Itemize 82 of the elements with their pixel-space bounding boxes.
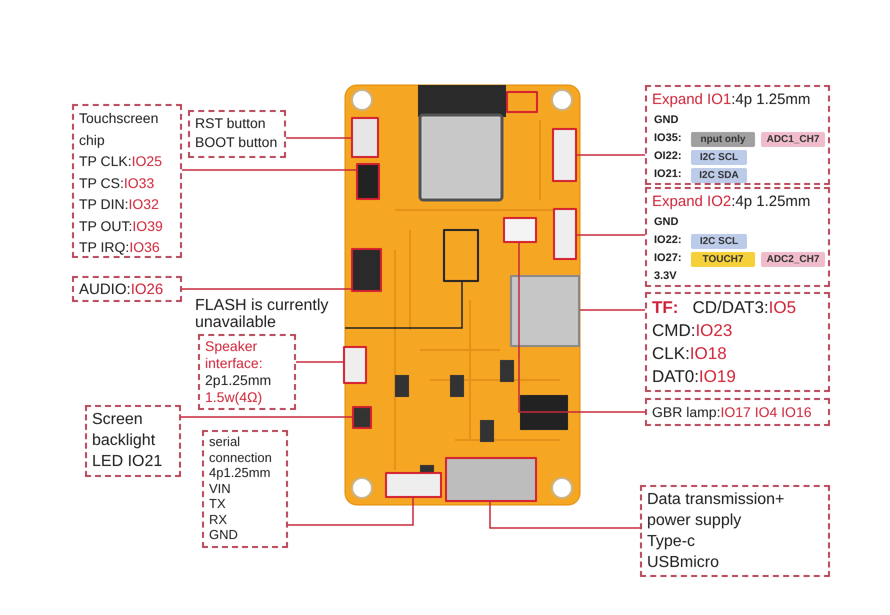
callout-text: GND <box>653 113 678 128</box>
callout-text: IO35: <box>653 131 682 146</box>
callout-text: Type-c <box>647 532 696 552</box>
callout-text: CD/DAT3:IO5 <box>692 297 796 319</box>
flash-chip-outline <box>443 229 479 282</box>
pin-function-tag: nput only <box>691 132 755 147</box>
callout-text: FLASH is currently unavailable <box>195 297 345 333</box>
callout-heading: Expand IO1:4p 1.25mm <box>652 90 812 110</box>
connector <box>553 208 577 260</box>
callout-text: Speaker interface: <box>205 338 264 372</box>
highlight-frame <box>506 91 538 113</box>
pin-function-tag: TOUCH7 <box>691 252 755 267</box>
leader-line <box>577 154 645 156</box>
pin-function-tag: ADC1_CH7 <box>761 132 825 147</box>
callout-text: BOOT button <box>195 133 278 152</box>
callout-text: serial connection <box>209 434 273 465</box>
callout-text: DAT0:IO19 <box>652 366 737 388</box>
callout-text: OI22: <box>653 149 682 164</box>
callout-text: IO27: <box>653 251 682 266</box>
callout-text: Touchscreen chip <box>79 109 160 150</box>
callout-text: TP CS:IO33 <box>79 174 156 192</box>
callout-box <box>198 334 296 410</box>
callout-box <box>645 292 830 392</box>
callout-box <box>72 276 182 302</box>
leader-line <box>345 282 463 329</box>
callout-text: TP CLK:IO25 <box>79 152 164 171</box>
callout-text: GND <box>653 215 678 230</box>
callout-box <box>85 405 181 477</box>
callout-text: GBR lamp:IO17 IO4 IO16 <box>652 403 813 422</box>
leader-line <box>181 416 352 418</box>
callout-text: TP IRQ:IO36 <box>79 238 161 257</box>
leader-line <box>489 502 640 529</box>
callout-text: RST button <box>195 114 267 133</box>
callout-text: 4p1.25mm <box>209 465 272 480</box>
serial-connector <box>385 472 442 498</box>
callout-text: Screen backlight LED IO21 <box>92 410 164 472</box>
callout-box <box>640 485 830 577</box>
connector <box>552 128 577 182</box>
callout-text: CMD:IO23 <box>652 320 734 342</box>
usb-ports <box>445 457 537 502</box>
callout-box <box>72 104 182 258</box>
callout-text: 1.5w(4Ω) <box>205 389 264 406</box>
callout-text: TP DIN:IO32 <box>79 195 160 214</box>
callout-text: Data transmission+ power supply <box>647 490 786 531</box>
sd-card-slot <box>510 275 580 347</box>
amplifier-chip <box>351 248 382 292</box>
leader-line <box>580 309 645 311</box>
leader-line <box>182 288 351 290</box>
callout-text: 3.3V <box>653 269 677 284</box>
leader-line <box>577 234 645 236</box>
leader-line <box>296 361 343 363</box>
callout-text: GND <box>209 527 239 542</box>
touch-controller-chip <box>356 163 380 200</box>
callout-text: TF: <box>652 297 678 319</box>
callout-text: USBmicro <box>647 553 720 573</box>
callout-box <box>645 187 830 287</box>
leader-line <box>518 243 645 413</box>
callout-text: TX <box>209 496 227 512</box>
callout-box <box>202 430 288 548</box>
pin-function-tag: I2C SCL <box>691 234 747 249</box>
leader-line <box>182 169 356 171</box>
pin-function-tag: I2C SCL <box>691 150 747 165</box>
callout-heading: Expand IO2:4p 1.25mm <box>652 192 812 212</box>
led <box>503 217 537 243</box>
callout-text: VIN <box>209 480 232 496</box>
callout-text: 2p1.25mm <box>205 372 272 389</box>
callout-text: CLK:IO18 <box>652 343 728 365</box>
leader-line <box>286 137 351 139</box>
callout-text: RX <box>209 512 228 527</box>
speaker-connector <box>343 346 367 384</box>
callout-text: AUDIO:IO26 <box>79 280 164 300</box>
callout-text: TP OUT:IO39 <box>79 216 164 236</box>
leader-line <box>288 498 414 526</box>
transistor <box>352 406 372 429</box>
button-pair <box>351 117 379 158</box>
callout-box <box>645 85 830 185</box>
callout-text: IO21: <box>653 167 682 182</box>
pin-function-tag: I2C SDA <box>691 168 747 183</box>
callout-box <box>188 110 286 158</box>
callout-text: IO22: <box>653 233 682 248</box>
pin-function-tag: ADC2_CH7 <box>761 252 825 267</box>
callout-box <box>645 398 830 426</box>
